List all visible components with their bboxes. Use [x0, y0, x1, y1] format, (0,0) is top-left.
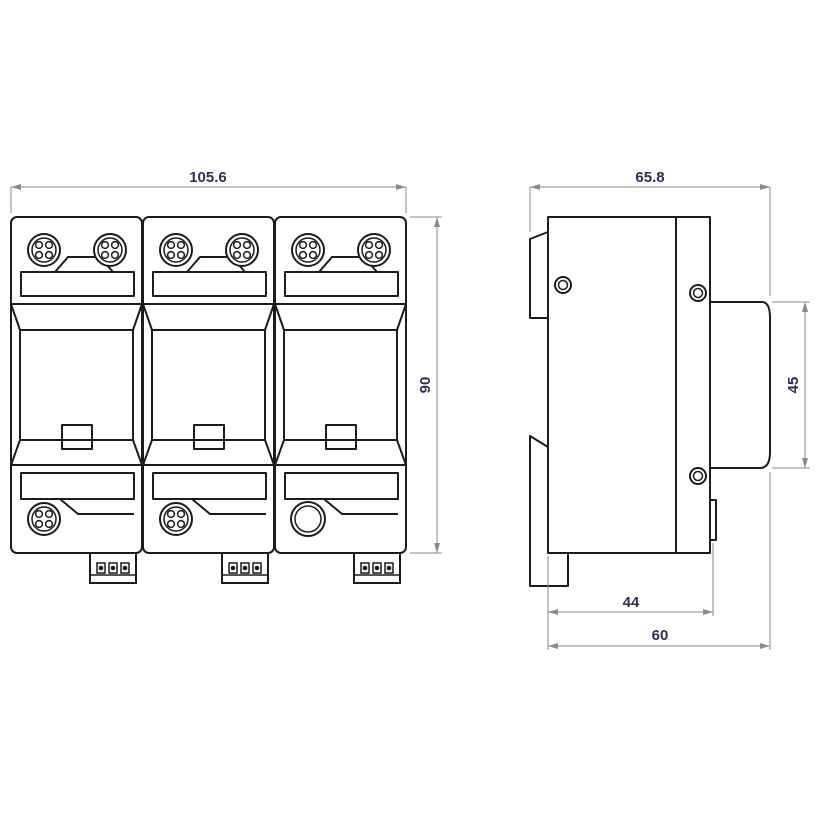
- screw-icon: [93, 233, 127, 267]
- pole-2: [142, 216, 275, 584]
- pole-3: [274, 216, 407, 584]
- dimension-label: 105.6: [189, 169, 227, 186]
- dimension-label: 65.8: [635, 169, 664, 186]
- screw-icon: [357, 233, 391, 267]
- dimension-height-front: 90: [410, 216, 442, 554]
- rivet-icon: [689, 284, 707, 302]
- screw-icon: [27, 502, 61, 536]
- screw-icon: [291, 233, 325, 267]
- dimension-depth-outer: 60: [548, 472, 771, 650]
- side-view: 65.8 45 44 60: [529, 169, 810, 650]
- dimension-label: 45: [785, 377, 802, 394]
- terminal-block-icon: [221, 552, 269, 584]
- dimension-width-front: 105.6: [10, 169, 407, 213]
- front-view: 105.6 90: [10, 169, 442, 584]
- dimension-depth-inner: 44: [547, 543, 714, 650]
- terminal-block-icon: [89, 552, 137, 584]
- rivet-icon: [689, 467, 707, 485]
- screw-icon: [27, 233, 61, 267]
- screw-icon: [159, 502, 193, 536]
- rivet-icon: [554, 276, 572, 294]
- pole-1: [10, 216, 143, 584]
- screw-icon: [159, 233, 193, 267]
- dimension-label: 90: [417, 377, 434, 394]
- indicator-window-icon: [290, 501, 326, 537]
- dimension-label: 60: [652, 627, 669, 644]
- dimension-width-side: 65.8: [529, 169, 771, 296]
- dimension-label: 44: [623, 594, 640, 611]
- dimension-rail-height: 45: [772, 301, 810, 469]
- screw-icon: [225, 233, 259, 267]
- terminal-block-icon: [353, 552, 401, 584]
